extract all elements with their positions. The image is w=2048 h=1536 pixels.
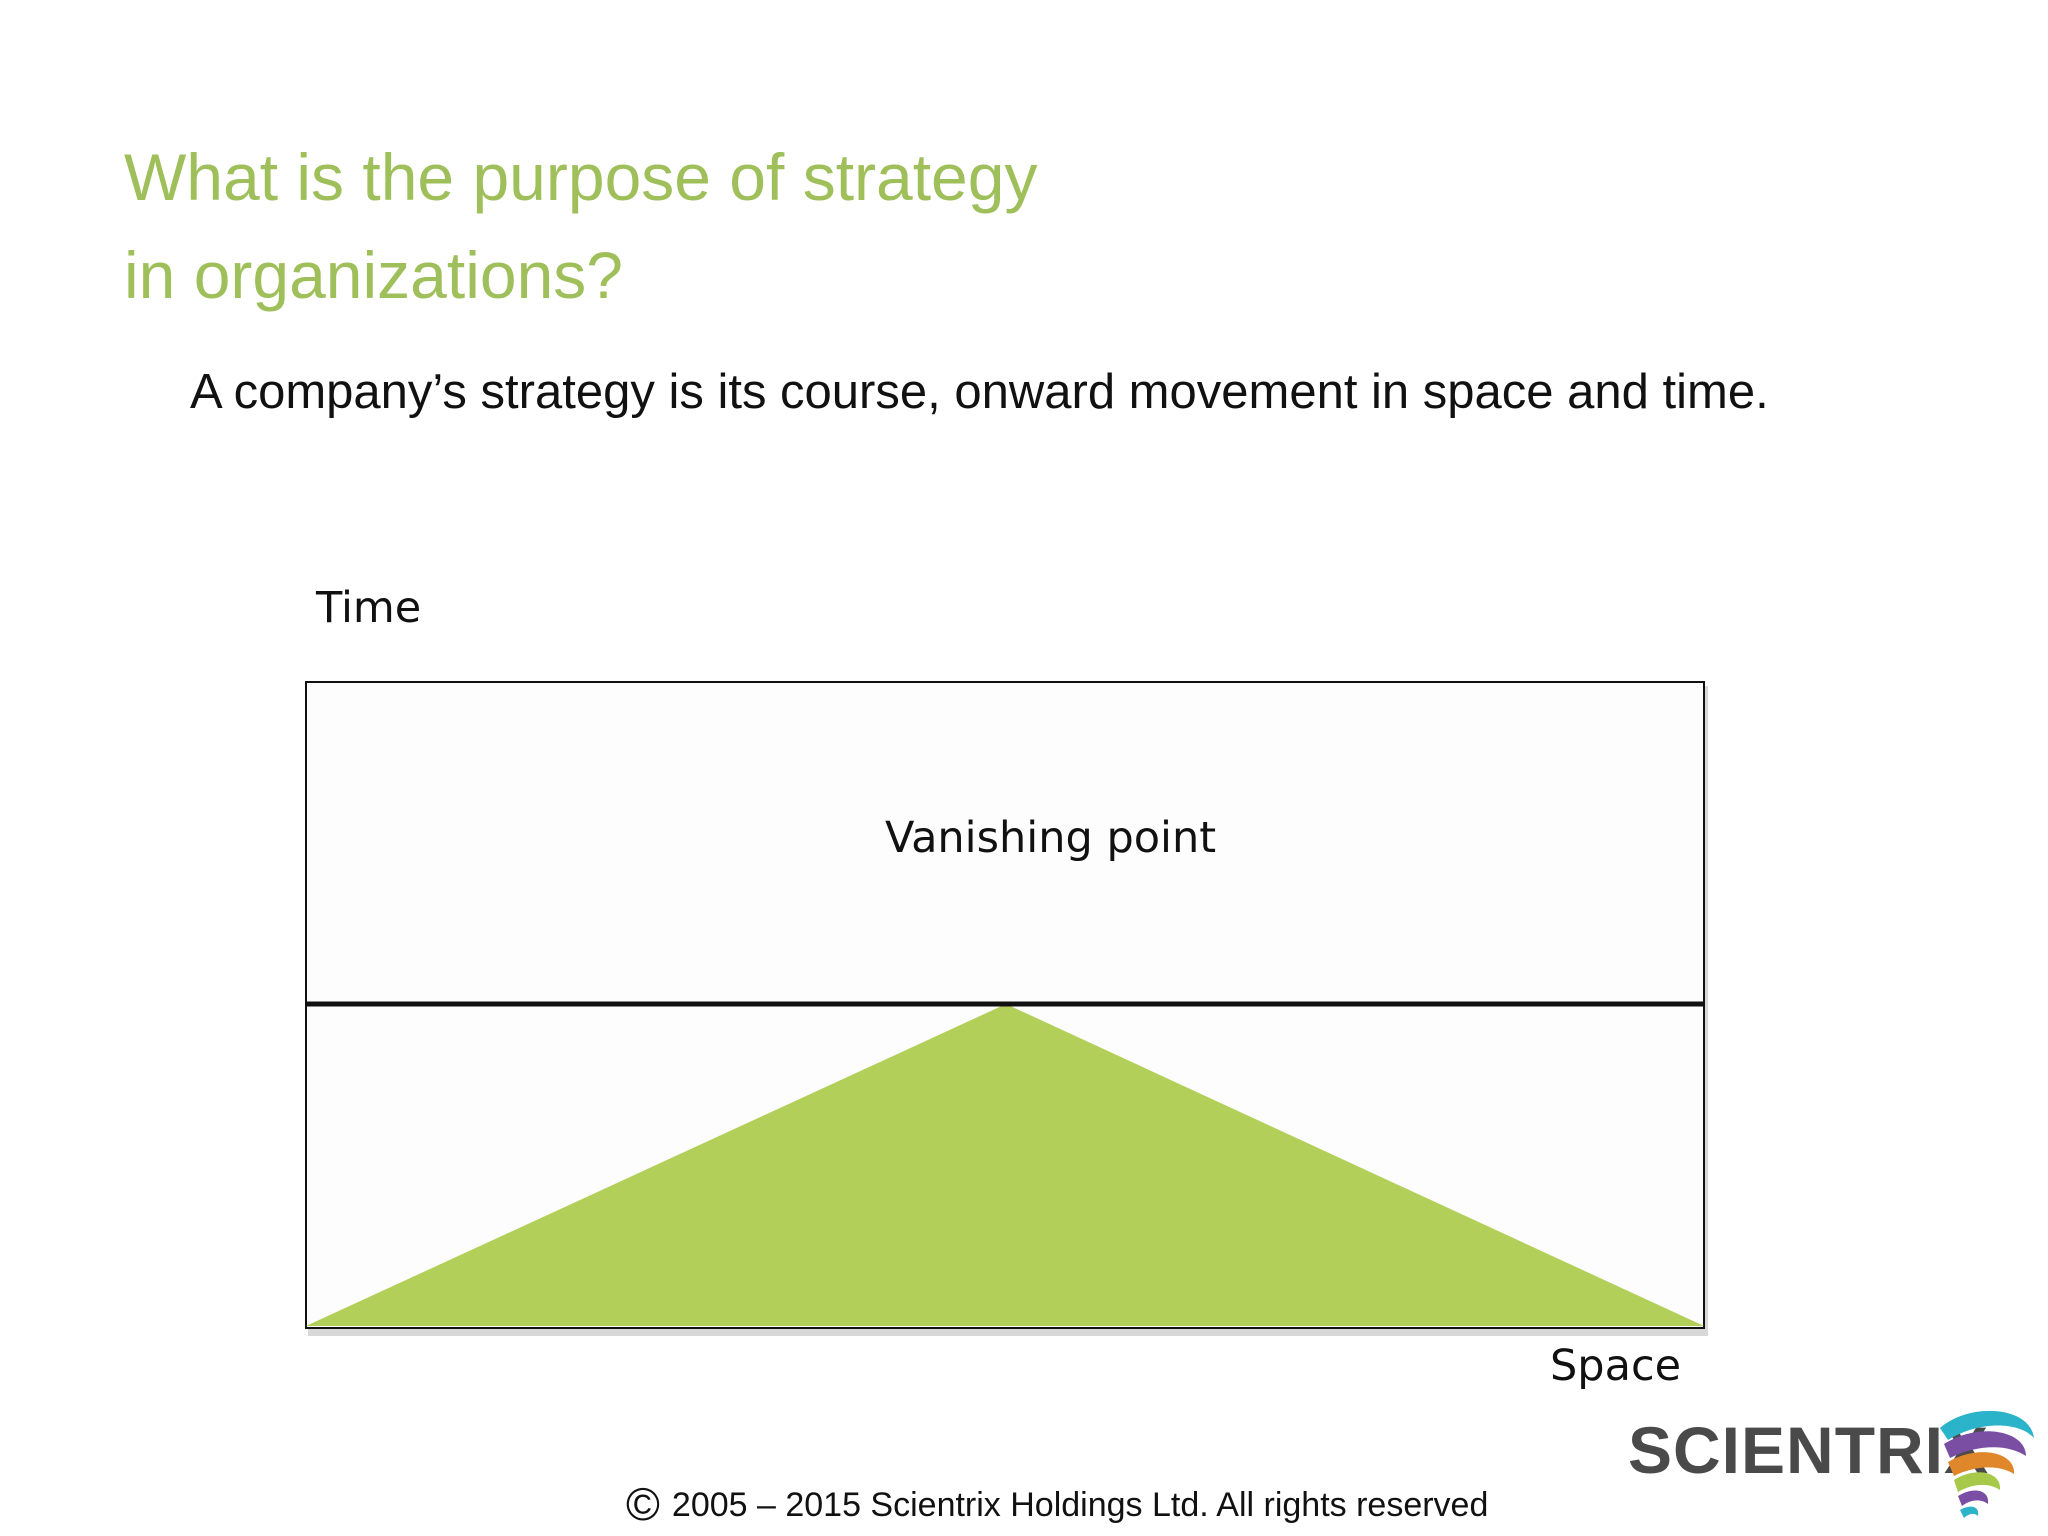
slide-title-line-2: in organizations? [124,238,623,312]
swirl-logo-icon [1940,1410,2034,1518]
copyright-icon: © [626,1478,660,1530]
time-axis-label: Time [316,583,422,633]
strategy-diagram [305,681,1708,1336]
strategy-triangle [306,1004,1704,1326]
copyright-text: 2005 – 2015 Scientrix Holdings Ltd. All … [671,1486,1489,1524]
vanishing-point-label: Vanishing point [885,813,1217,863]
slide-title-line-1: What is the purpose of strategy [124,140,1038,214]
slide-title: What is the purpose of strategy in organ… [124,128,1424,324]
logo-text: SCIENTRIX [1628,1413,1990,1487]
slide-subtitle: A company’s strategy is its course, onwa… [190,365,1769,419]
copyright-footer: © 2005 – 2015 Scientrix Holdings Ltd. All… [626,1481,1489,1527]
scientrix-logo: SCIENTRIX [1620,1400,2040,1530]
space-axis-label: Space [1550,1341,1682,1391]
